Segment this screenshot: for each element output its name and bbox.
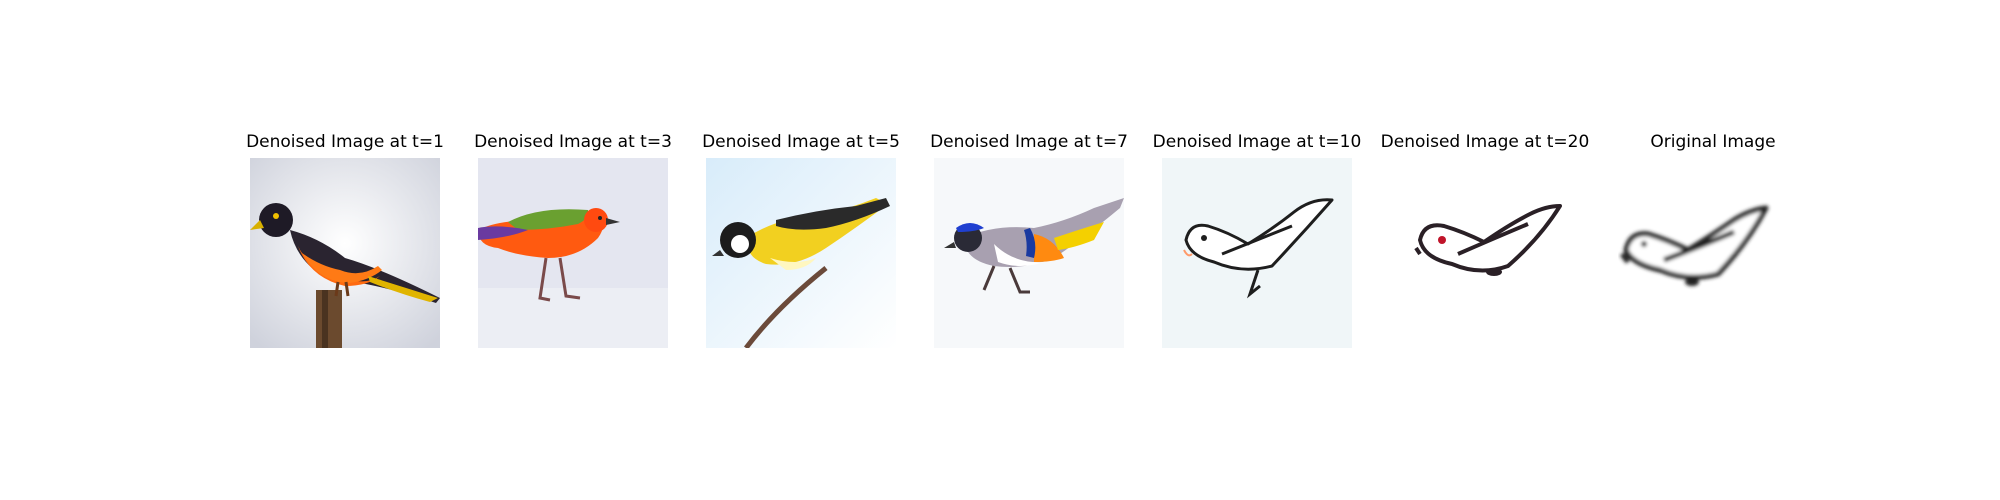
denoised-image-t1: [250, 158, 440, 348]
panel-title: Denoised Image at t=20: [1380, 132, 1590, 152]
denoised-image-t5: [706, 158, 896, 348]
original-image: [1618, 158, 1808, 348]
denoised-image-t20: [1390, 158, 1580, 348]
denoised-image-t10: [1162, 158, 1352, 348]
panel-title: Denoised Image at t=10: [1152, 132, 1362, 152]
denoised-image-t7: [934, 158, 1124, 348]
panel-title: Denoised Image at t=5: [702, 132, 900, 152]
denoised-image-t3: [478, 158, 668, 348]
panel-title: Denoised Image at t=1: [246, 132, 444, 152]
panel-title: Original Image: [1650, 132, 1776, 152]
panel-title: Denoised Image at t=3: [474, 132, 672, 152]
panel-title: Denoised Image at t=7: [930, 132, 1128, 152]
